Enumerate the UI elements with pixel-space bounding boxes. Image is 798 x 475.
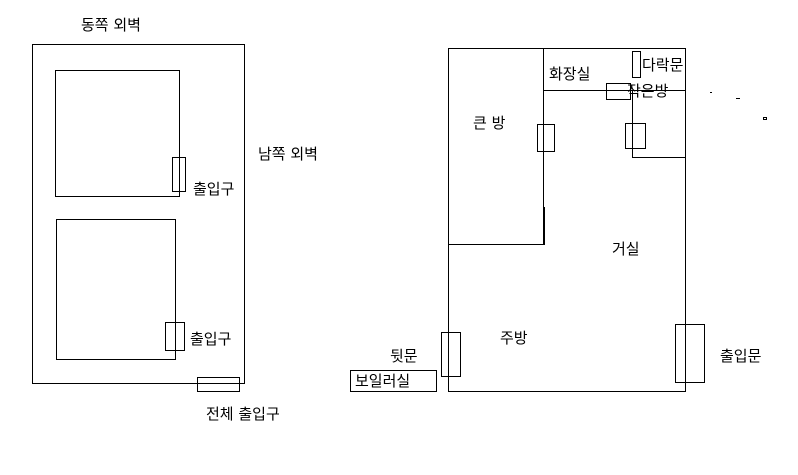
big-room-wall — [448, 90, 686, 245]
big-room-door-marker — [537, 124, 555, 152]
left-upper-unit — [55, 70, 180, 197]
small-room-door-marker — [625, 123, 646, 149]
front-door-label: 출입문 — [720, 347, 762, 365]
back-door-marker — [441, 332, 461, 377]
entrance-label: 출입구 — [193, 180, 235, 198]
entrance-label: 출입구 — [190, 330, 232, 348]
small-room-wall — [632, 90, 686, 158]
right-house-outline — [448, 48, 686, 392]
boiler-room-label: 보일러실 — [355, 372, 411, 390]
boiler-room-box — [350, 370, 437, 392]
small-room-label: 작은방 — [627, 82, 669, 100]
left-lower-unit — [56, 219, 176, 360]
back-door-label: 뒷문 — [390, 347, 418, 365]
south-wall-label: 남쪽 외벽 — [258, 145, 318, 163]
main-entrance-marker — [197, 377, 240, 392]
big-room-label: 큰 방 — [473, 114, 506, 132]
kitchen-label: 주방 — [500, 329, 528, 347]
lower-unit-entrance-marker — [165, 322, 185, 351]
front-door-marker — [675, 324, 705, 383]
upper-unit-entrance-marker — [172, 157, 186, 192]
main-entrance-label: 전체 출입구 — [206, 405, 280, 423]
living-room-label: 거실 — [612, 240, 640, 258]
attic-door-marker — [632, 51, 641, 78]
stray-mark — [763, 117, 767, 120]
bathroom-label: 화장실 — [549, 65, 591, 83]
east-wall-label: 동쪽 외벽 — [81, 16, 141, 34]
attic-door-label: 다락문 — [642, 56, 684, 74]
bathroom-door-marker — [606, 83, 631, 100]
left-building-outline — [32, 44, 245, 384]
